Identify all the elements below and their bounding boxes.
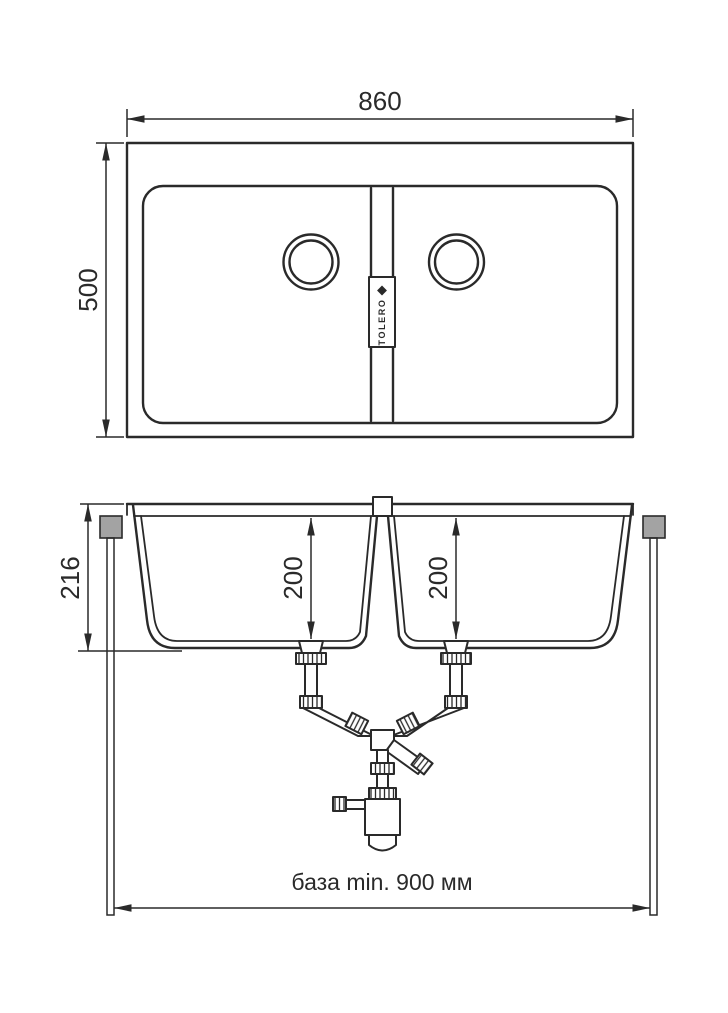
drain-assembly-left [295,640,375,737]
countertop-support-left [99,515,123,539]
drain-tailpipe [304,663,318,697]
drain-outer-ring [427,233,486,291]
dimension-bowl-depth-right: 200 [423,518,460,639]
trap-bottle-cup [368,834,397,852]
siphon-trap [332,729,434,852]
drain-flange [298,640,324,654]
drain-flange [443,640,469,654]
union-nut-left [344,711,370,736]
dimension-depth-500: 500 [73,142,124,438]
bowl-rim-outline [141,184,619,425]
top-view: 860 500 TOLERO [73,86,635,439]
cabinet-left [99,515,123,916]
cabinet-wall-left [106,537,115,916]
cabinet-right [642,515,666,916]
union-nut-right [395,711,421,736]
dimension-bowl-depth-left-label: 200 [278,556,308,599]
center-partition-top [372,496,393,517]
drain-assembly-right [390,640,472,737]
trap-upper-nut [370,762,395,775]
cabinet-wall-right [649,537,658,916]
trap-bottle-nut [368,787,397,800]
drain-inner-ring [433,239,480,285]
dimension-depth-label: 500 [73,268,103,311]
side-stub-nut [332,796,347,812]
drain-inner-ring [288,239,334,285]
drain-locknut [440,652,472,665]
trap-inlet-pipe [376,773,389,789]
brand-emblem-icon [377,285,387,296]
sink-outer-edge [125,141,635,439]
section-view: 216 200 200 [55,496,666,916]
drain-locknut [295,652,327,665]
logo-plate: TOLERO [368,276,396,348]
left-bowl-inner-wall [140,515,372,642]
trap-down-pipe [376,749,389,764]
drain-hole-right [427,233,486,291]
right-bowl-outer-wall [386,503,634,650]
dimension-bowl-depth-left: 200 [278,518,315,639]
dimension-bowl-depth-right-label: 200 [423,556,453,599]
dimension-height-216: 216 [55,503,182,652]
trap-bottle-body [364,798,401,836]
dimension-width-label: 860 [358,86,401,116]
brand-logo-text: TOLERO [377,299,387,346]
side-stub-pipe [345,799,366,810]
dimension-base-label: база min. 900 мм [291,869,472,895]
dimension-width-860: 860 [126,86,634,137]
drain-coupling-nut [299,695,323,709]
right-bowl-inner-wall [393,515,625,642]
drain-coupling-nut [444,695,468,709]
left-bowl-outer-wall [131,503,379,650]
drain-tailpipe [449,663,463,697]
dimension-height-label: 216 [55,556,85,599]
drain-hole-left [282,233,340,291]
countertop-support-right [642,515,666,539]
outlet-nut [410,752,434,776]
dimension-base-900: база min. 900 мм [114,869,650,912]
drain-outer-ring [282,233,340,291]
